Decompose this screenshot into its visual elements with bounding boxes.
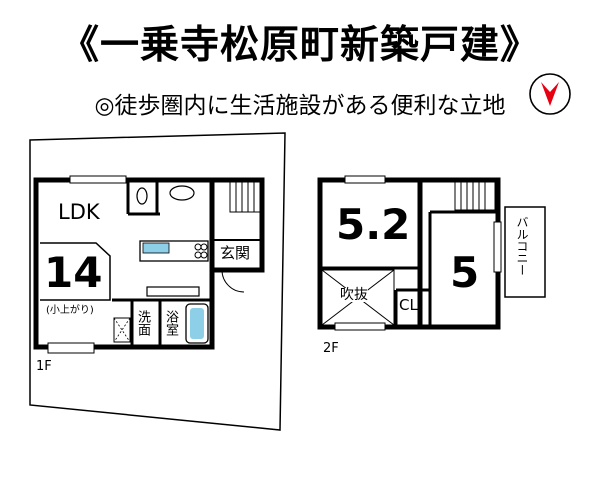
bathtub-water — [190, 308, 204, 339]
page-title: 《一乗寺松原町新築戸建》 — [59, 23, 540, 68]
room-b-size: 5 — [450, 248, 480, 297]
ldk-size: 14 — [44, 248, 103, 297]
page-subtitle: ◎徒歩圏内に生活施設がある便利な立地 — [94, 93, 506, 119]
kitchen-sink — [142, 242, 170, 254]
floor1-plan — [33, 175, 265, 354]
floor2-label: 2F — [323, 341, 339, 356]
floor1-label: 1F — [36, 359, 52, 374]
floor2-plan — [317, 175, 546, 331]
ldk-note: (小上がり) — [46, 305, 94, 316]
entrance-label: 玄関 — [220, 244, 251, 262]
void-label: 吹抜 — [340, 287, 368, 303]
bathroom-label: 浴室 — [163, 310, 178, 336]
north-arrow-icon — [529, 73, 571, 115]
closet-label: CL — [399, 296, 418, 314]
balcony-label: バルコニー — [515, 216, 529, 276]
ldk-label: LDK — [58, 200, 100, 224]
washroom-label: 洗面 — [135, 310, 150, 336]
room-a-size: 5.2 — [336, 200, 411, 249]
site-boundary — [29, 132, 286, 431]
